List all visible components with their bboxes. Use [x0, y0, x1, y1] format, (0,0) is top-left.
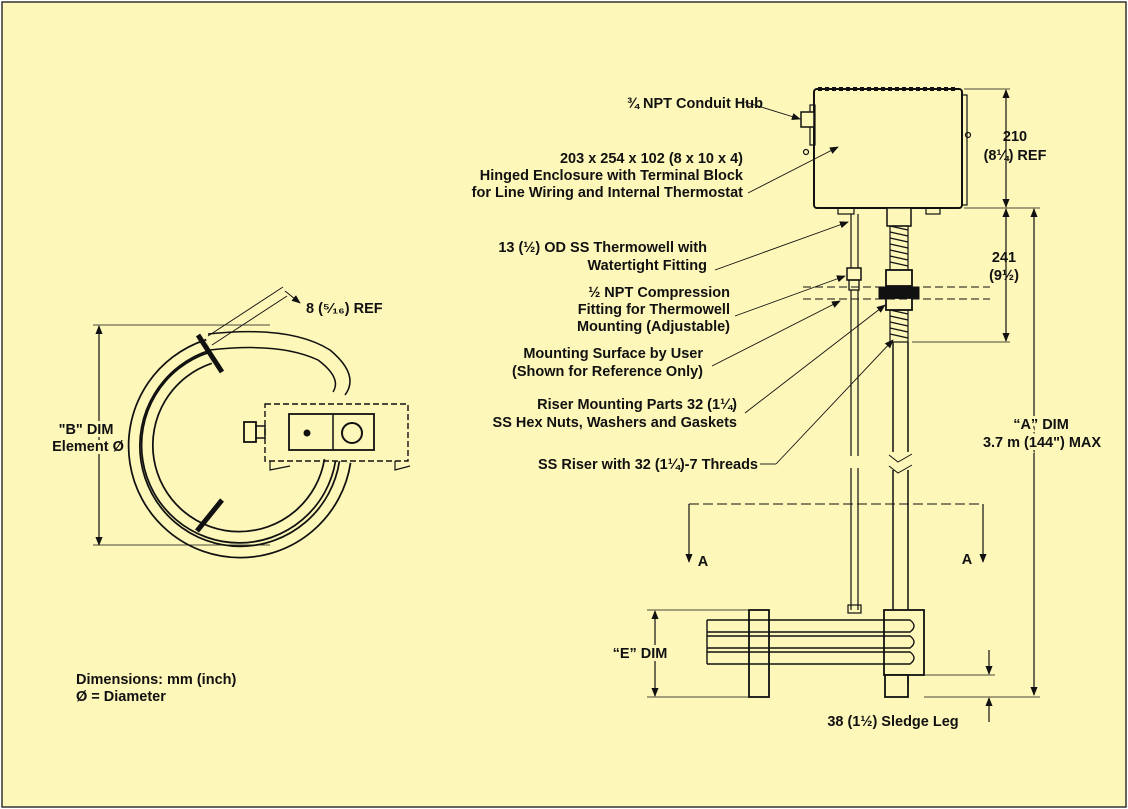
coil-inner-tube-fill — [142, 353, 335, 542]
leader-mounting — [711, 300, 841, 367]
label-enclosure-line1: 203 x 254 x 102 (8 x 10 x 4) — [560, 151, 743, 167]
dim-b-label: "B" DIM — [59, 422, 114, 438]
side-view — [647, 87, 1040, 722]
compression-fitting — [846, 267, 862, 281]
dim-8-ref: 8 (⁵⁄₁₆) REF — [306, 301, 383, 317]
label-riser-parts-line1: Riser Mounting Parts 32 (1¼) — [537, 397, 737, 413]
diameter-note: Ø = Diameter — [76, 689, 166, 705]
terminal-head — [288, 413, 375, 451]
washer-gasket — [878, 286, 920, 300]
sledge-leg-right — [884, 674, 909, 698]
riser-circle — [341, 422, 363, 444]
label-compression-line3: Mounting (Adjustable) — [577, 319, 730, 335]
label-riser: SS Riser with 32 (1¼)-7 Threads — [538, 457, 758, 473]
units-note: Dimensions: mm (inch) — [76, 672, 236, 688]
label-sledge-leg: 38 (1½) Sledge Leg — [827, 714, 958, 730]
coil-loop-end — [207, 330, 351, 396]
lower-hex-nut — [885, 297, 913, 311]
conduit-hub-side — [800, 111, 815, 128]
leader-thermowell — [714, 221, 849, 271]
dim-210-ref: (8¼) REF — [984, 148, 1047, 164]
top-view — [93, 286, 411, 559]
coil-outer-tube-fill — [129, 340, 350, 557]
label-enclosure-line3: for Line Wiring and Internal Thermostat — [472, 185, 744, 201]
coil-clamp-bottom — [195, 498, 224, 533]
leader-riser-parts — [744, 304, 886, 414]
dim-e-label: “E” DIM — [613, 646, 668, 662]
dim-241-value: 241 — [992, 250, 1016, 266]
dim-a-label: “A” DIM — [1013, 417, 1069, 433]
riser-top-fitting — [886, 207, 912, 227]
upper-hex-nut — [885, 269, 913, 287]
label-thermowell-line2: Watertight Fitting — [588, 258, 707, 274]
dim-b-element: Element Ø — [52, 439, 124, 455]
dim-241-inch: (9½) — [989, 268, 1019, 284]
label-riser-parts-line2: SS Hex Nuts, Washers and Gaskets — [493, 415, 737, 431]
section-a-left: A — [698, 554, 709, 570]
dim-8-leader — [207, 286, 284, 337]
label-compression-line1: ½ NPT Compression — [588, 285, 730, 301]
leader-enclosure — [747, 146, 839, 194]
label-mounting-line2: (Shown for Reference Only) — [512, 364, 703, 380]
coil-clamp-top — [195, 333, 225, 374]
element-tube-2 — [707, 635, 915, 649]
leader-compression — [734, 275, 846, 317]
label-compression-line2: Fitting for Thermowell — [578, 302, 730, 318]
label-conduit-hub: ¾ NPT Conduit Hub — [627, 96, 763, 112]
label-enclosure-line2: Hinged Enclosure with Terminal Block — [480, 168, 744, 184]
dim-a-value: 3.7 m (144") MAX — [983, 435, 1101, 451]
label-mounting-line1: Mounting Surface by User — [523, 346, 703, 362]
label-thermowell-line1: 13 (½) OD SS Thermowell with — [498, 240, 707, 256]
leader-conduit-hub — [744, 101, 801, 121]
section-a-right: A — [962, 552, 973, 568]
element-tube-3 — [707, 651, 915, 665]
dim-210-value: 210 — [1003, 129, 1027, 145]
sledge-leg-left — [748, 609, 770, 698]
riser-threads — [889, 225, 909, 267]
element-tube-1 — [707, 619, 915, 633]
